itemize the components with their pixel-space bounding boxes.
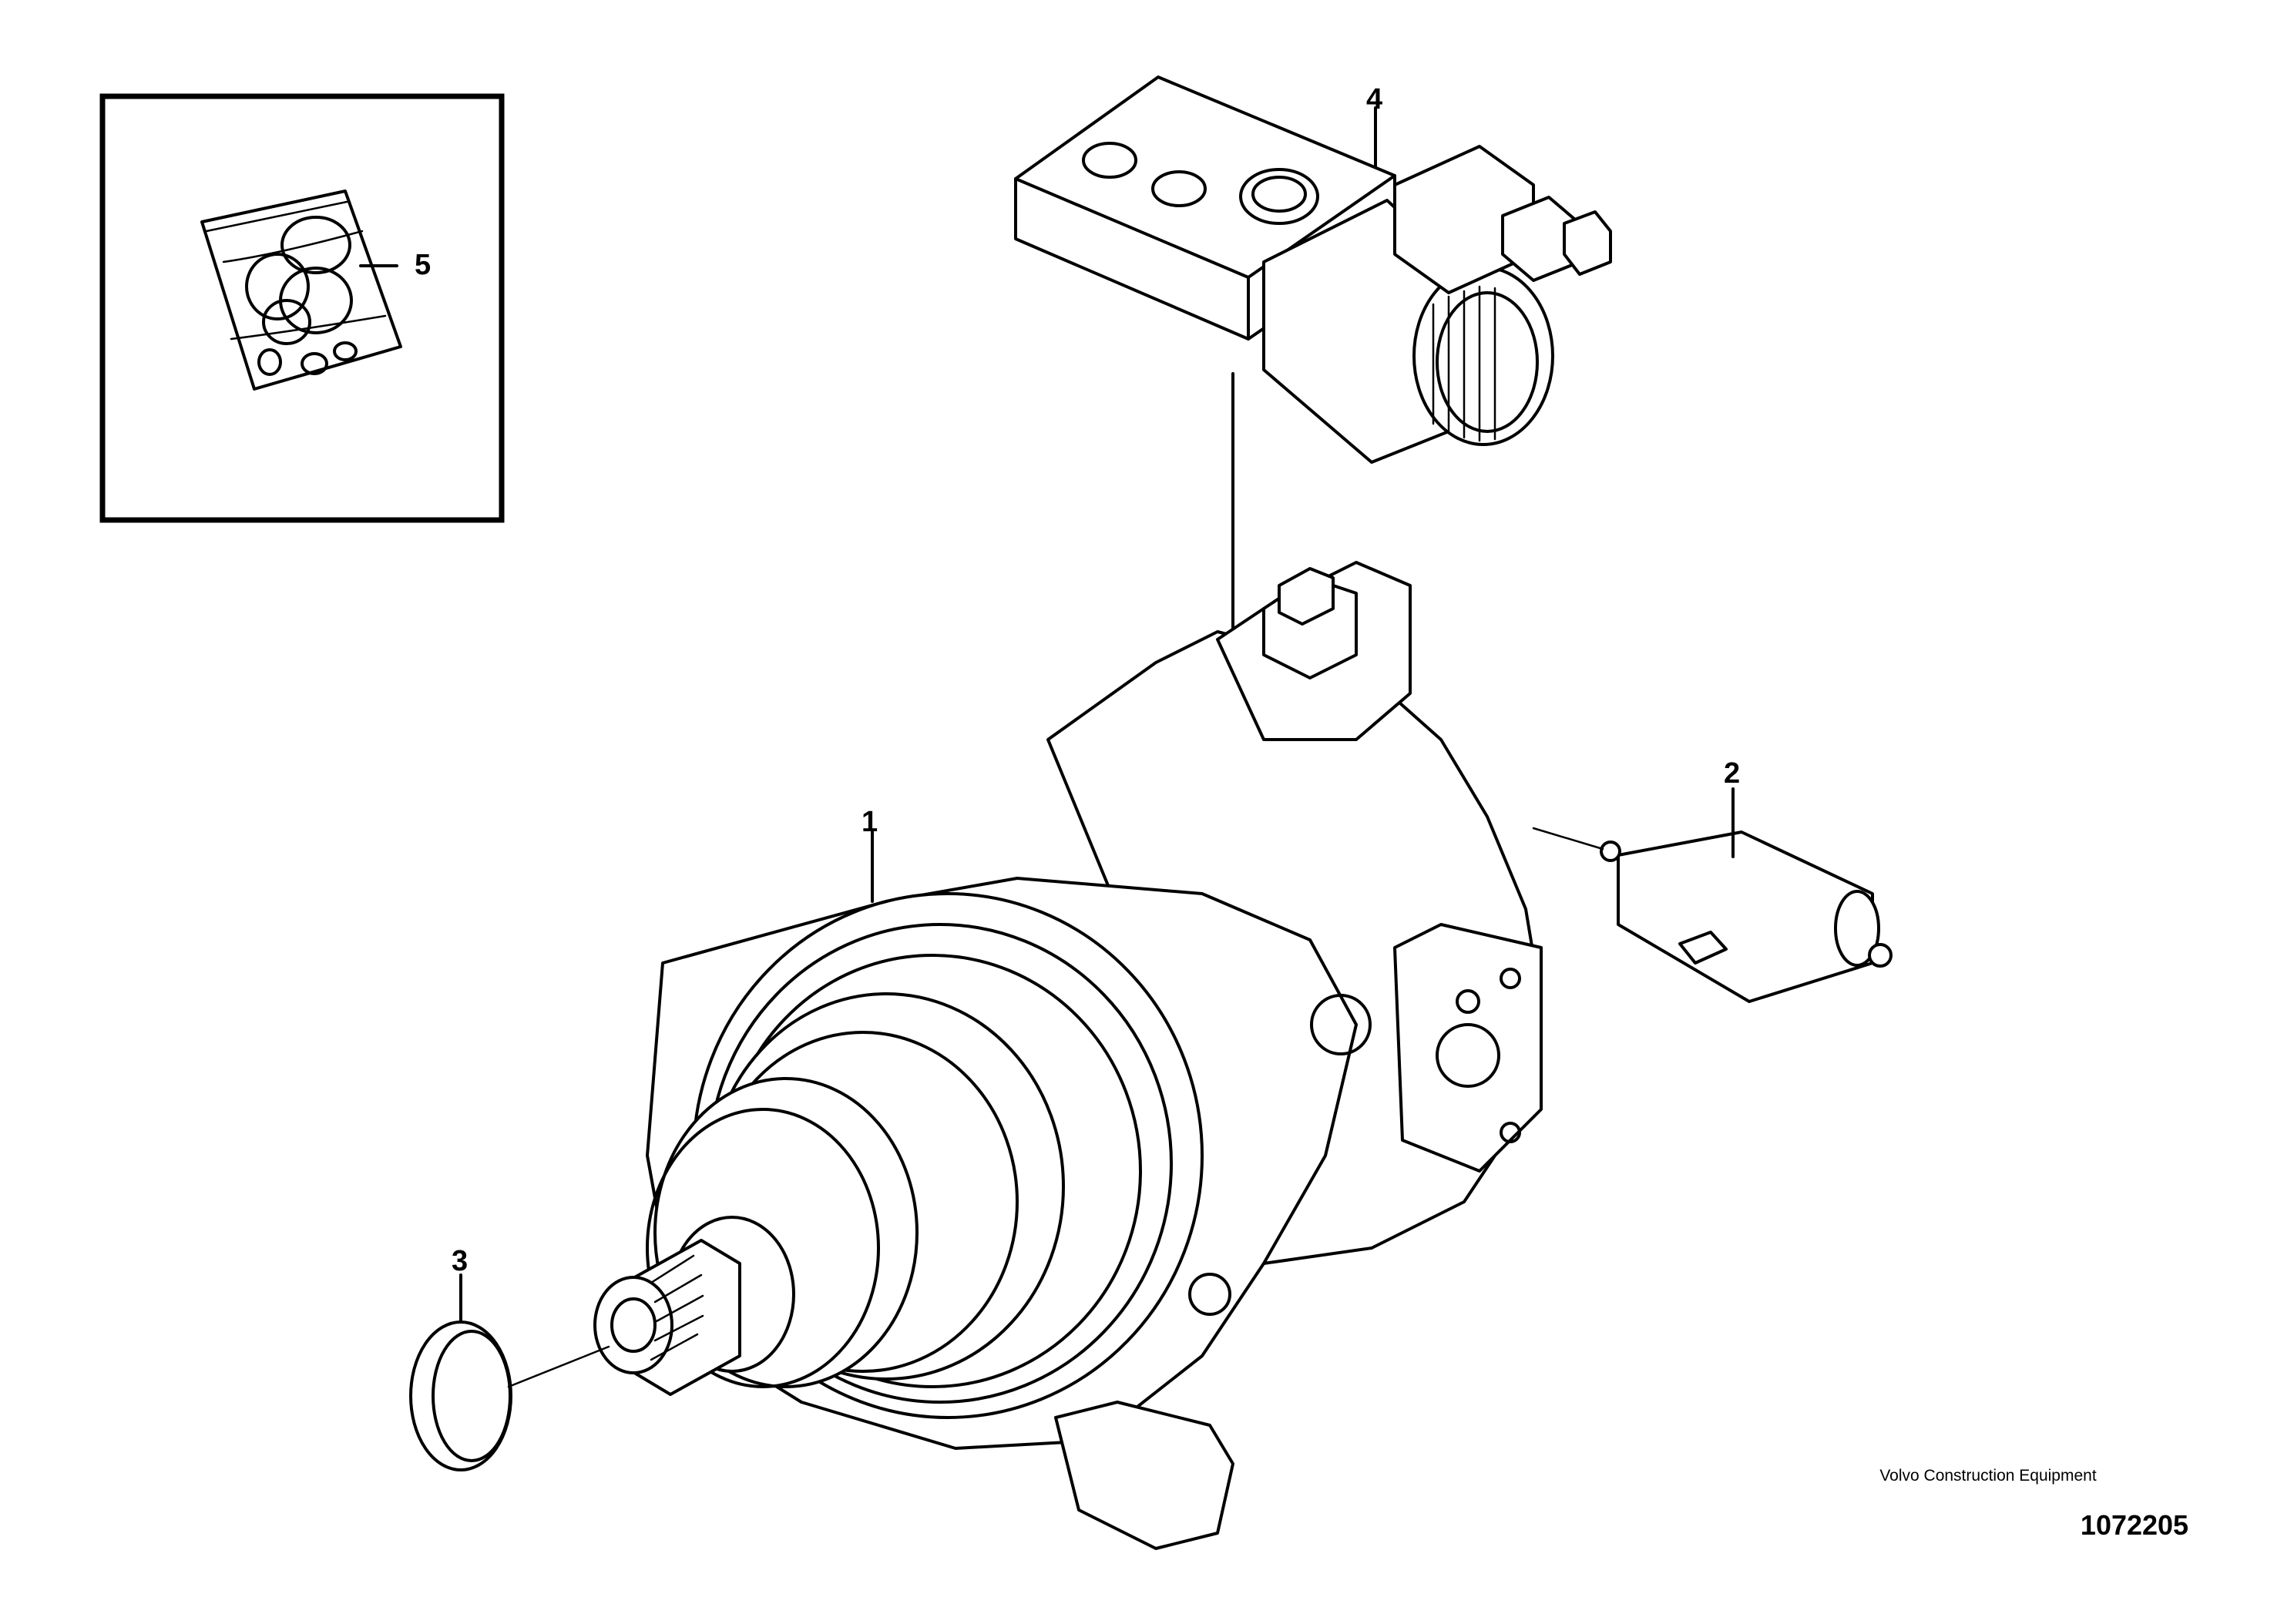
callout-3: 3 [452,1245,469,1277]
speed-sensor [1532,827,1893,1003]
company-label: Volvo Construction Equipment [1879,1467,2097,1485]
callout-1: 1 [862,806,878,838]
seal-kit-inset [99,93,505,523]
o-ring [409,1320,610,1471]
callout-5: 5 [415,249,432,281]
callout-4: 4 [1366,83,1383,116]
seal-kit-bag [200,190,402,391]
callout-2: 2 [1724,757,1741,790]
solenoid-valve [1014,75,1612,464]
drawing-number: 1072205 [2080,1509,2189,1541]
hydraulic-motor [593,561,1543,1550]
